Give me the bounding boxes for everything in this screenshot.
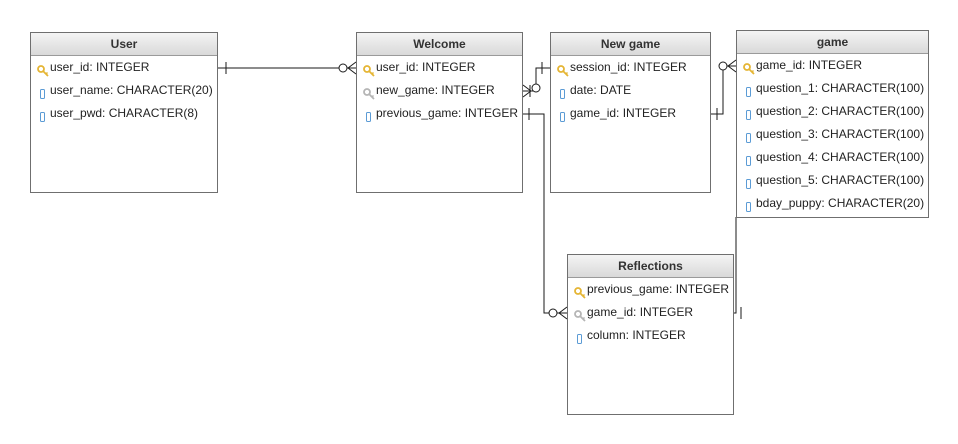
rel-welcome-reflections-crow [558,306,568,314]
attribute-row[interactable]: game_id: INTEGER [737,54,928,77]
field-icon [743,83,755,97]
entity-title: Welcome [357,33,522,56]
rel-user-welcome-zero-circle [338,63,348,73]
entity-user[interactable]: User user_id: INTEGER user_name: CHARACT… [30,32,218,193]
entity-title: User [31,33,217,56]
attribute-row[interactable]: column: INTEGER [568,324,733,347]
key-icon [743,60,755,75]
rel-welcome-newgame-zero-circle [531,83,541,93]
attribute-row[interactable]: question_2: CHARACTER(100) [737,100,928,123]
attribute-row[interactable]: bday_puppy: CHARACTER(20) [737,192,928,215]
entity-game[interactable]: game game_id: INTEGER question_1: CHARAC… [736,30,929,218]
field-icon [743,129,755,143]
entity-reflections[interactable]: Reflections previous_game: INTEGER game_… [567,254,734,415]
attribute-row[interactable]: question_4: CHARACTER(100) [737,146,928,169]
entity-new-game[interactable]: New game session_id: INTEGER date: DATE … [550,32,711,193]
field-icon [574,330,586,344]
attribute-row[interactable]: new_game: INTEGER [357,79,522,102]
entity-welcome[interactable]: Welcome user_id: INTEGER new_game: INTEG… [356,32,523,193]
attribute-row[interactable]: date: DATE [551,79,710,102]
attribute-row[interactable]: question_5: CHARACTER(100) [737,169,928,192]
entity-title: Reflections [568,255,733,278]
field-icon [363,108,375,122]
field-icon [743,198,755,212]
rel-reflections-game-line [733,217,737,314]
rel-user-welcome-crow2 [347,67,357,75]
attribute-row[interactable]: user_name: CHARACTER(20) [31,79,217,102]
field-icon [743,175,755,189]
rel-newgame-game-line [711,65,736,115]
key-icon [363,62,375,77]
foreign-key-icon [363,85,375,100]
rel-welcome-reflections-zero-circle [548,308,558,318]
rel-newgame-game-zero-circle [718,61,728,71]
field-icon [557,108,569,122]
key-icon [574,284,586,299]
rel-welcome-reflections-crow2 [558,312,568,320]
attribute-row[interactable]: session_id: INTEGER [551,56,710,79]
attribute-row[interactable]: user_id: INTEGER [357,56,522,79]
attribute-row[interactable]: previous_game: INTEGER [357,102,522,125]
field-icon [743,152,755,166]
entity-title: New game [551,33,710,56]
attribute-row[interactable]: question_1: CHARACTER(100) [737,77,928,100]
attribute-row[interactable]: question_3: CHARACTER(100) [737,123,928,146]
rel-newgame-game-crow [727,59,737,67]
foreign-key-icon [574,307,586,322]
key-icon [557,62,569,77]
field-icon [37,85,49,99]
rel-newgame-game-crow2 [727,65,737,73]
entity-title: game [737,31,928,54]
attribute-row[interactable]: game_id: INTEGER [551,102,710,125]
field-icon [557,85,569,99]
rel-user-welcome-crow [347,61,357,69]
attribute-row[interactable]: previous_game: INTEGER [568,278,733,301]
field-icon [743,106,755,120]
attribute-row[interactable]: user_pwd: CHARACTER(8) [31,102,217,125]
attribute-row[interactable]: user_id: INTEGER [31,56,217,79]
attribute-row[interactable]: game_id: INTEGER [568,301,733,324]
field-icon [37,108,49,122]
key-icon [37,62,49,77]
